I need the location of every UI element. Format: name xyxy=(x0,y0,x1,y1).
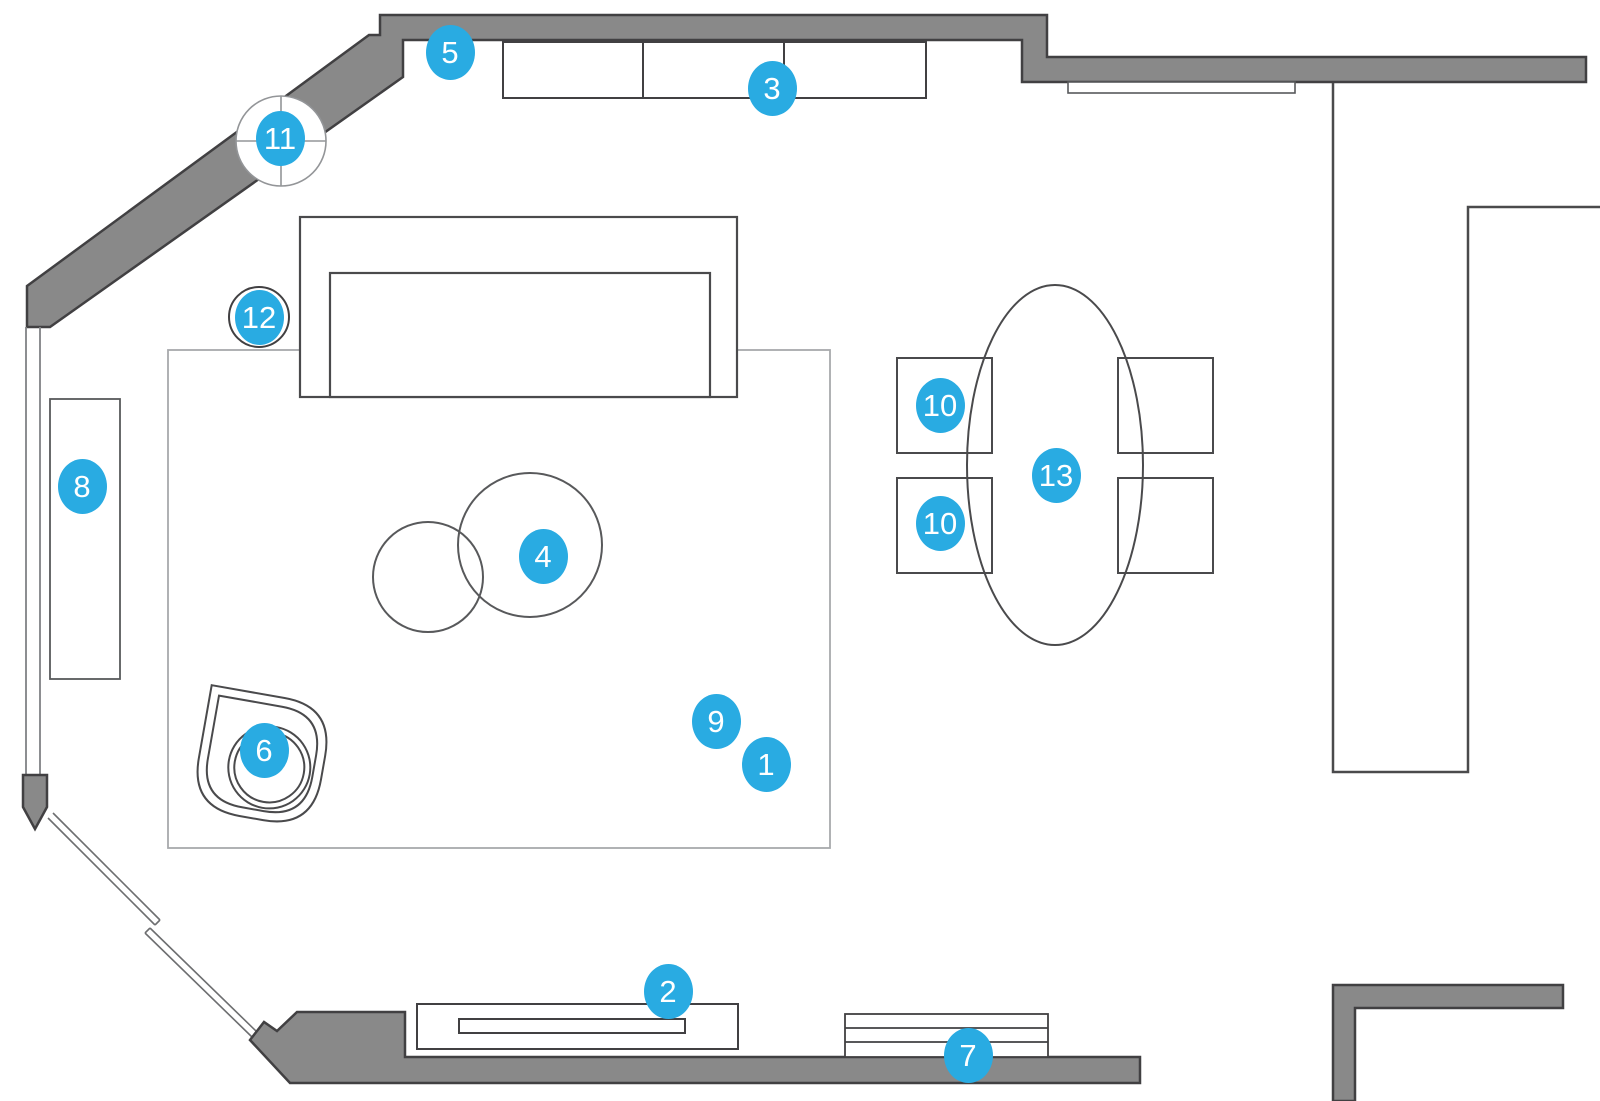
sofa-large xyxy=(298,215,739,399)
marker-10a[interactable]: 10 xyxy=(915,377,965,433)
dining-table-oval xyxy=(966,284,1144,646)
radiator xyxy=(49,398,121,680)
hallway-outline xyxy=(1331,83,1600,774)
bottom-wall xyxy=(248,1010,1142,1085)
marker-11[interactable]: 11 xyxy=(255,110,305,166)
marker-5[interactable]: 5 xyxy=(425,24,475,80)
dining-chairs xyxy=(896,357,1214,574)
sofa-3-seat xyxy=(502,41,927,99)
marker-2[interactable]: 2 xyxy=(643,963,693,1019)
marker-12[interactable]: 12 xyxy=(234,289,284,345)
marker-9[interactable]: 9 xyxy=(691,693,741,749)
entry-door xyxy=(47,812,258,1038)
tv xyxy=(458,1018,686,1034)
marker-7[interactable]: 7 xyxy=(943,1027,993,1083)
marker-6[interactable]: 6 xyxy=(239,722,289,778)
window xyxy=(25,327,41,775)
marker-3[interactable]: 3 xyxy=(747,60,797,116)
dining-chair xyxy=(1117,357,1214,454)
marker-8[interactable]: 8 xyxy=(57,458,107,514)
marker-13[interactable]: 13 xyxy=(1031,447,1081,503)
dining-chair xyxy=(1117,477,1214,574)
marker-1[interactable]: 1 xyxy=(741,736,791,792)
nesting-coffee-tables xyxy=(372,472,603,633)
corner-wall xyxy=(1331,983,1565,1101)
door-jamb xyxy=(21,773,49,832)
marker-4[interactable]: 4 xyxy=(518,528,568,584)
wall-shelf xyxy=(1067,81,1296,94)
top-wall xyxy=(25,13,1588,329)
marker-10b[interactable]: 10 xyxy=(915,495,965,551)
